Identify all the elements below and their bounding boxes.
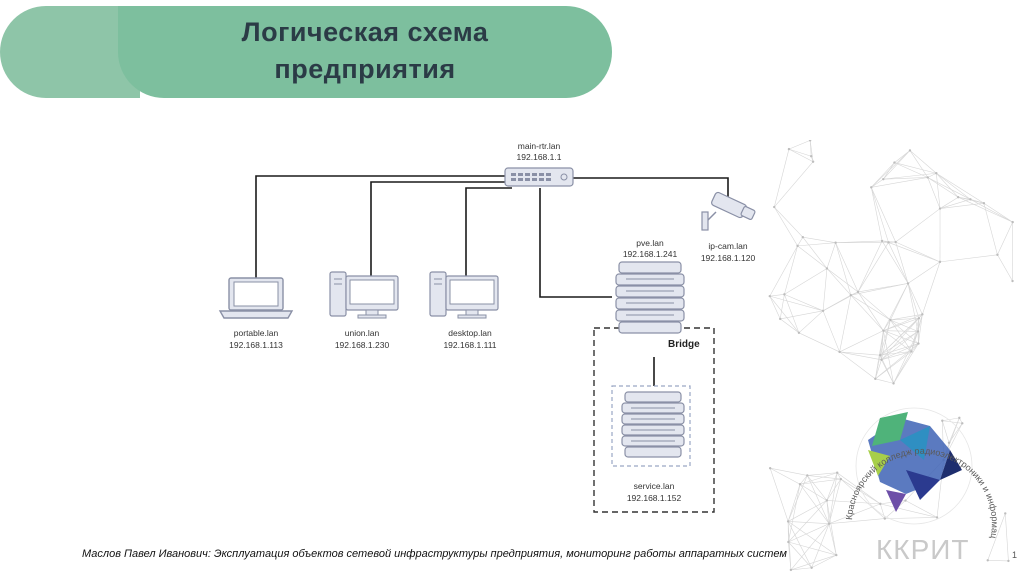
logo-ring-text: Красноярский колледж радиоэлектроники и …	[0, 0, 1000, 539]
title-bar-left	[0, 6, 140, 98]
router-ip: 192.168.1.1	[517, 152, 562, 162]
camera-name: ip-cam.lan	[708, 241, 747, 251]
union-ip: 192.168.1.230	[335, 340, 390, 350]
portable-name: portable.lan	[234, 328, 279, 338]
desktop-ip: 192.168.1.111	[443, 340, 496, 350]
camera-icon	[701, 191, 756, 231]
pve-name: pve.lan	[636, 238, 664, 248]
laptop-icon	[218, 277, 294, 319]
service-name: service.lan	[634, 481, 675, 491]
title-bar: Логическая схема предприятия	[0, 0, 612, 98]
service-ip: 192.168.1.152	[627, 493, 682, 503]
logo-wordmark: ККРИТ	[876, 534, 970, 565]
link-router-union	[370, 181, 505, 276]
bridge-label: Bridge	[668, 339, 700, 350]
link-router-desktop	[465, 187, 512, 276]
link-router-pve	[539, 188, 612, 298]
link-router-portable	[255, 175, 505, 278]
connections	[255, 175, 729, 386]
router-icon	[504, 167, 574, 187]
pve-server-icon	[615, 261, 685, 334]
camera-ip: 192.168.1.120	[701, 253, 756, 263]
desktop-computer-icon	[429, 271, 499, 319]
footer-text: Маслов Павел Иванович: Эксплуатация объе…	[82, 548, 787, 560]
slide-title: Логическая схема предприятия	[241, 17, 489, 84]
router-name: main-rtr.lan	[518, 141, 561, 151]
union-desktop-icon	[329, 271, 399, 319]
service-server-icon	[621, 391, 685, 458]
service-container-box	[611, 385, 691, 467]
portable-ip: 192.168.1.113	[229, 340, 283, 350]
title-bar-pill	[118, 6, 612, 98]
page-number: 1	[1012, 550, 1018, 560]
background-network-pattern	[768, 140, 1014, 572]
desktop-name: desktop.lan	[448, 328, 492, 338]
link-router-camera	[572, 177, 729, 198]
pve-ip: 192.168.1.241	[623, 249, 678, 259]
college-logo	[855, 407, 973, 525]
union-name: union.lan	[345, 328, 380, 338]
